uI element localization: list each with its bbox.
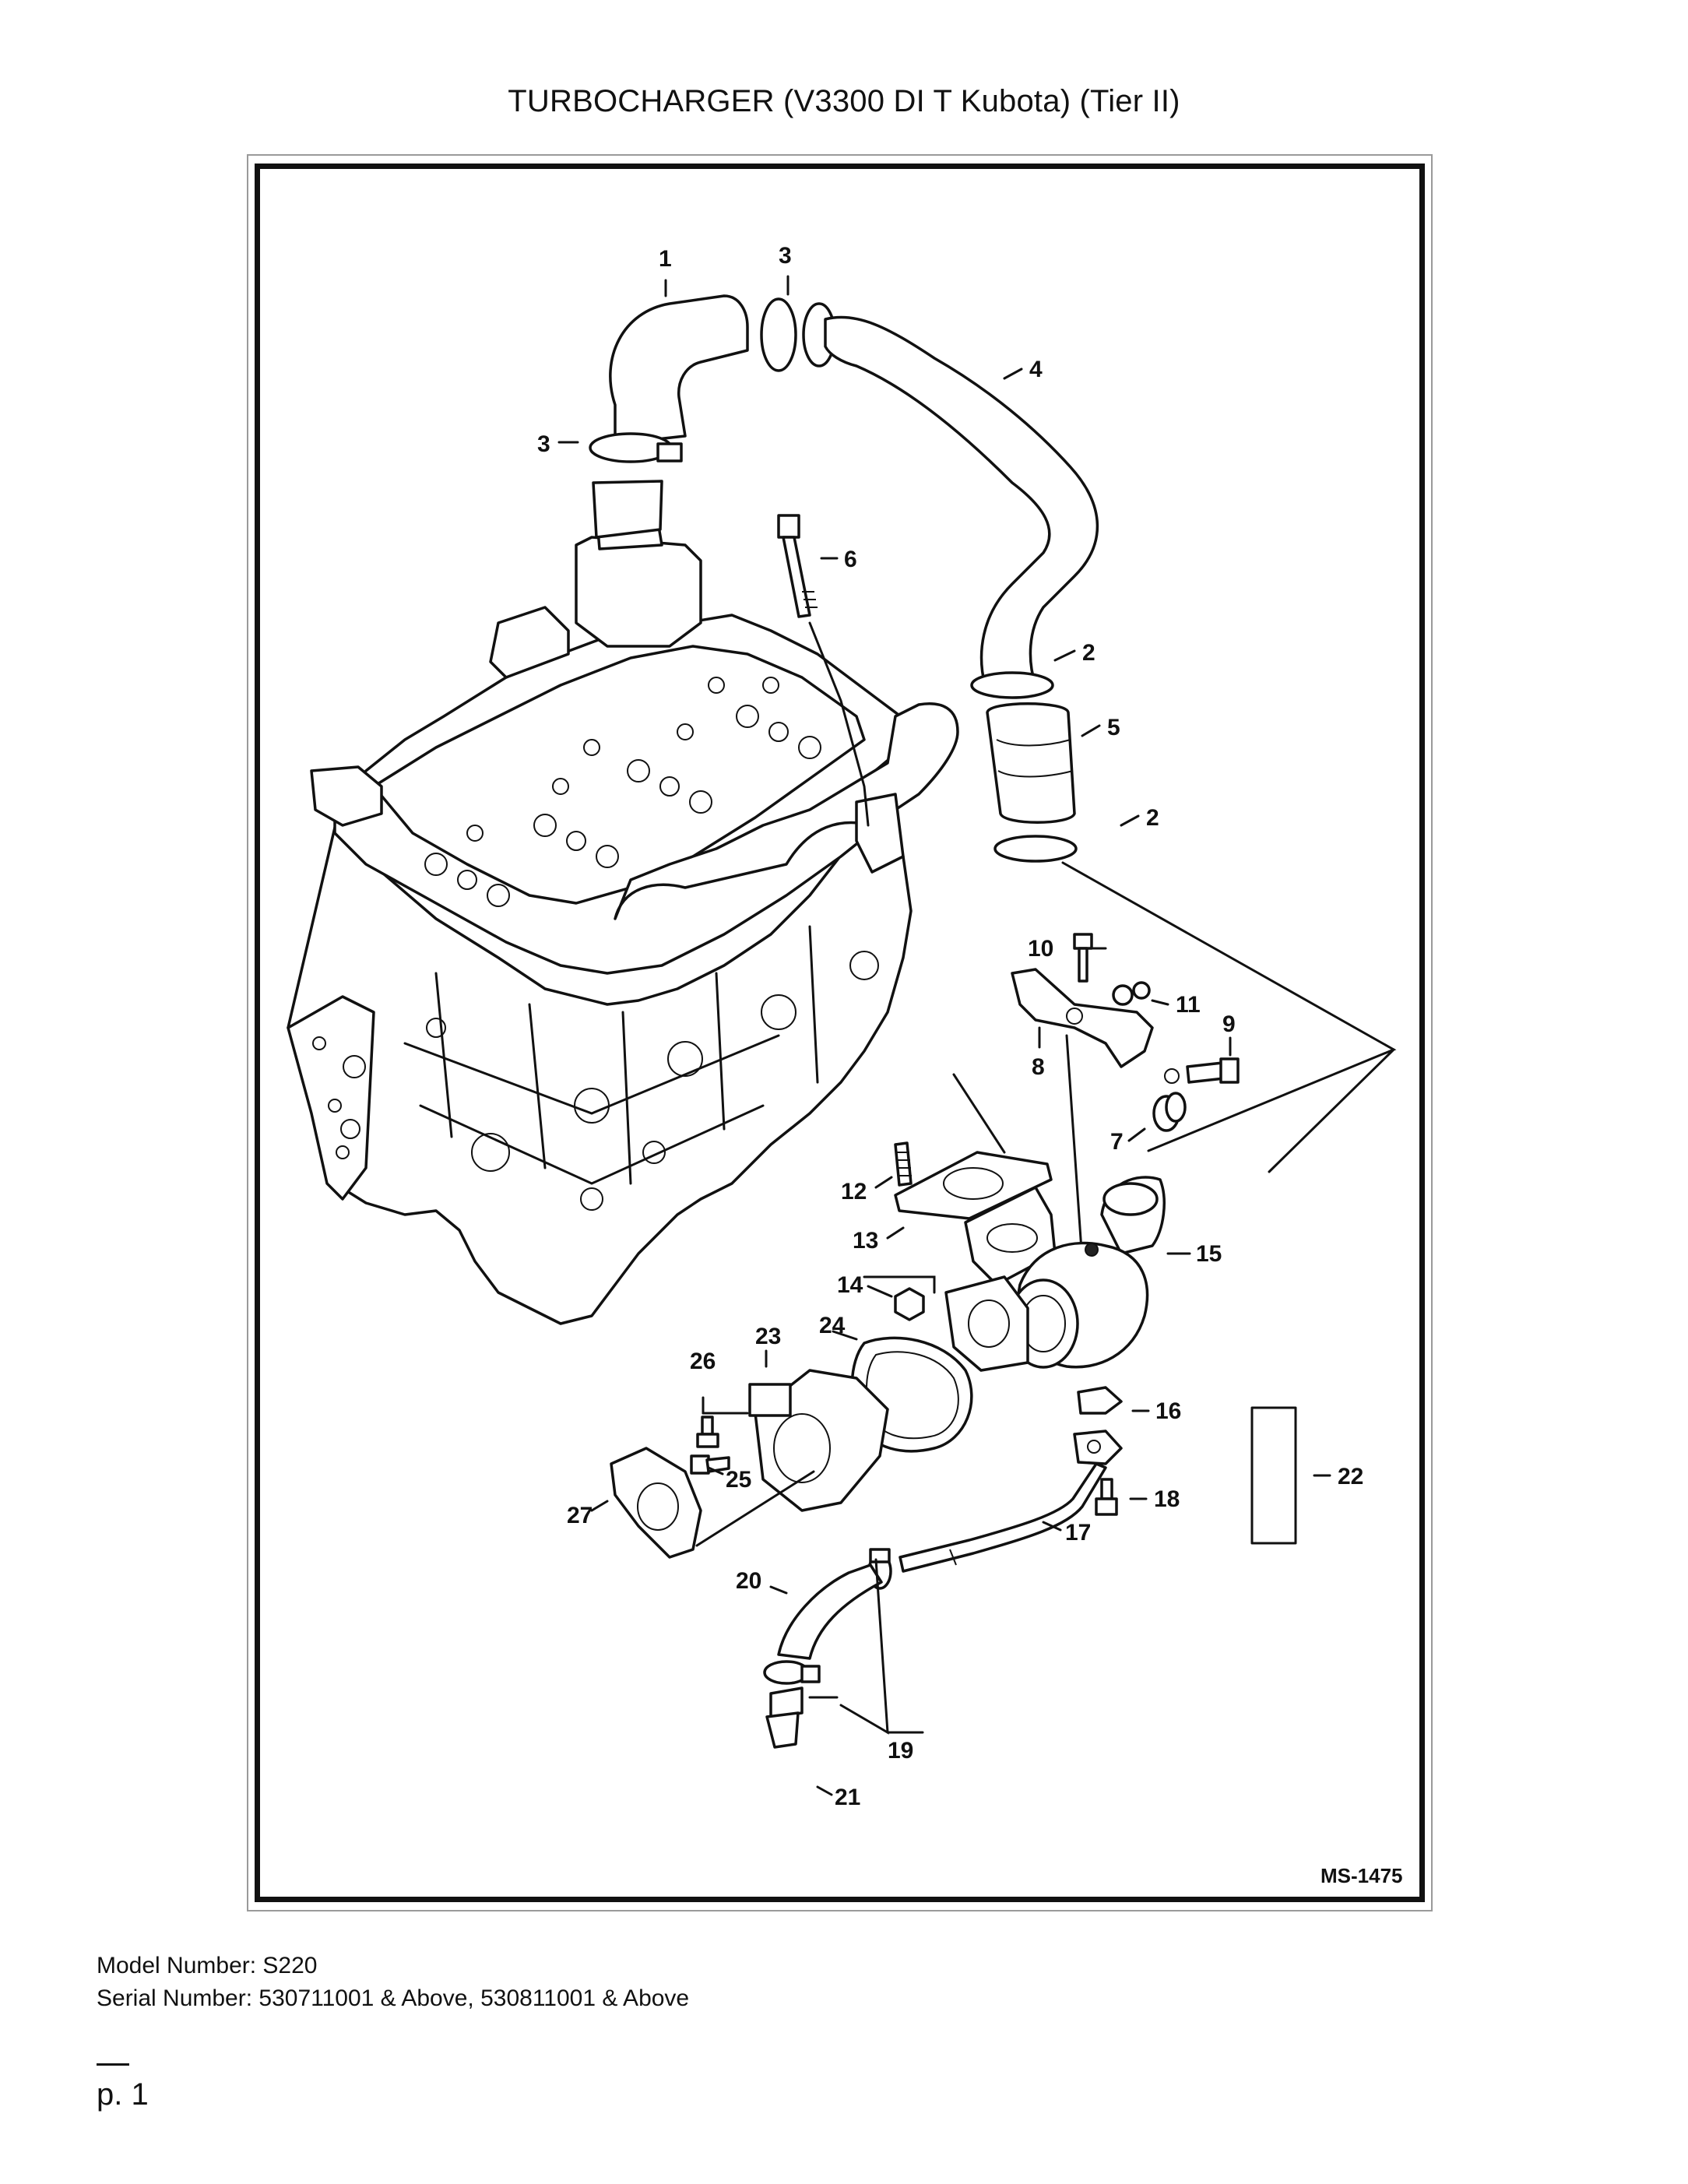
page-number-rule [97, 2063, 129, 2066]
callout-3-lower: 3 [537, 431, 550, 457]
page-number: p. 1 [97, 2077, 149, 2112]
callout-24: 24 [819, 1313, 846, 1338]
callout-7: 7 [1110, 1129, 1124, 1155]
part-12-stud [894, 1141, 913, 1187]
callout-16: 16 [1155, 1398, 1181, 1424]
part-22-gasket-kit [1250, 1406, 1297, 1545]
callout-4: 4 [1029, 357, 1043, 382]
part-20-hose [777, 1563, 883, 1660]
part-4-intake-hose [824, 315, 1099, 687]
callout-21: 21 [835, 1785, 860, 1810]
part-3-clamp-upper [760, 297, 797, 372]
callout-9: 9 [1222, 1011, 1236, 1037]
callout-2-lower: 2 [1146, 805, 1159, 831]
page-title: TURBOCHARGER (V3300 DI T Kubota) (Tier I… [508, 84, 1180, 118]
callout-17: 17 [1065, 1520, 1091, 1546]
callout-1: 1 [659, 246, 672, 272]
part-27-gasket [610, 1447, 702, 1559]
turbocharger-exploded-diagram: 1 2 2 3 3 4 5 6 7 8 9 10 11 12 13 14 15 … [260, 169, 1419, 1897]
part-2-clamp-lower [993, 835, 1078, 863]
callout-labels: 1 2 2 3 3 4 5 6 7 8 9 10 11 12 13 14 15 … [537, 243, 1403, 1887]
callout-6: 6 [844, 547, 857, 572]
part-5-coupler [986, 702, 1076, 824]
leader-lines [557, 275, 1397, 1796]
diagram-code: MS-1475 [1321, 1864, 1403, 1887]
part-7-clamp [1152, 1092, 1187, 1132]
callout-12: 12 [841, 1179, 867, 1205]
part-6-stud-bolt [777, 514, 818, 618]
callout-25: 25 [726, 1467, 751, 1493]
callout-10: 10 [1028, 936, 1053, 962]
part-26-bolt [696, 1416, 719, 1448]
part-1-elbow-hose [609, 294, 749, 445]
callout-26: 26 [690, 1349, 716, 1374]
part-16-gasket [1077, 1386, 1123, 1415]
callout-19: 19 [888, 1738, 913, 1764]
part-13-gasket [894, 1151, 1053, 1220]
callout-27: 27 [567, 1503, 593, 1528]
part-11-nut [1112, 981, 1151, 1006]
diagram-frame [255, 164, 1425, 1902]
callout-20: 20 [736, 1568, 761, 1594]
part-17-drain-tube [899, 1462, 1107, 1573]
callout-5: 5 [1107, 715, 1120, 740]
callout-22: 22 [1338, 1464, 1363, 1489]
callout-8: 8 [1032, 1054, 1045, 1080]
model-number: Model Number: S220 [97, 1953, 318, 1978]
callout-18: 18 [1154, 1486, 1180, 1512]
callout-14: 14 [837, 1272, 863, 1298]
callout-15: 15 [1196, 1241, 1222, 1267]
part-2-clamp-upper [970, 671, 1054, 699]
callout-11: 11 [1176, 992, 1201, 1018]
part-21-fitting [765, 1686, 804, 1749]
serial-number: Serial Number: 530711001 & Above, 530811… [97, 1985, 690, 2011]
part-19-clamp-lower [763, 1660, 821, 1685]
part-15-turbocharger [944, 1176, 1166, 1372]
callout-3-upper: 3 [779, 243, 792, 269]
callout-23: 23 [755, 1324, 781, 1349]
part-14-nut [894, 1287, 925, 1321]
callout-13: 13 [853, 1228, 878, 1254]
part-9-bolt [1186, 1057, 1240, 1084]
part-10-bolt [1073, 933, 1093, 983]
part-18-bolt [1095, 1478, 1118, 1516]
part-25-bolt [690, 1454, 730, 1475]
diagram-outer-frame [247, 154, 1433, 1911]
callout-2-upper: 2 [1082, 640, 1095, 666]
